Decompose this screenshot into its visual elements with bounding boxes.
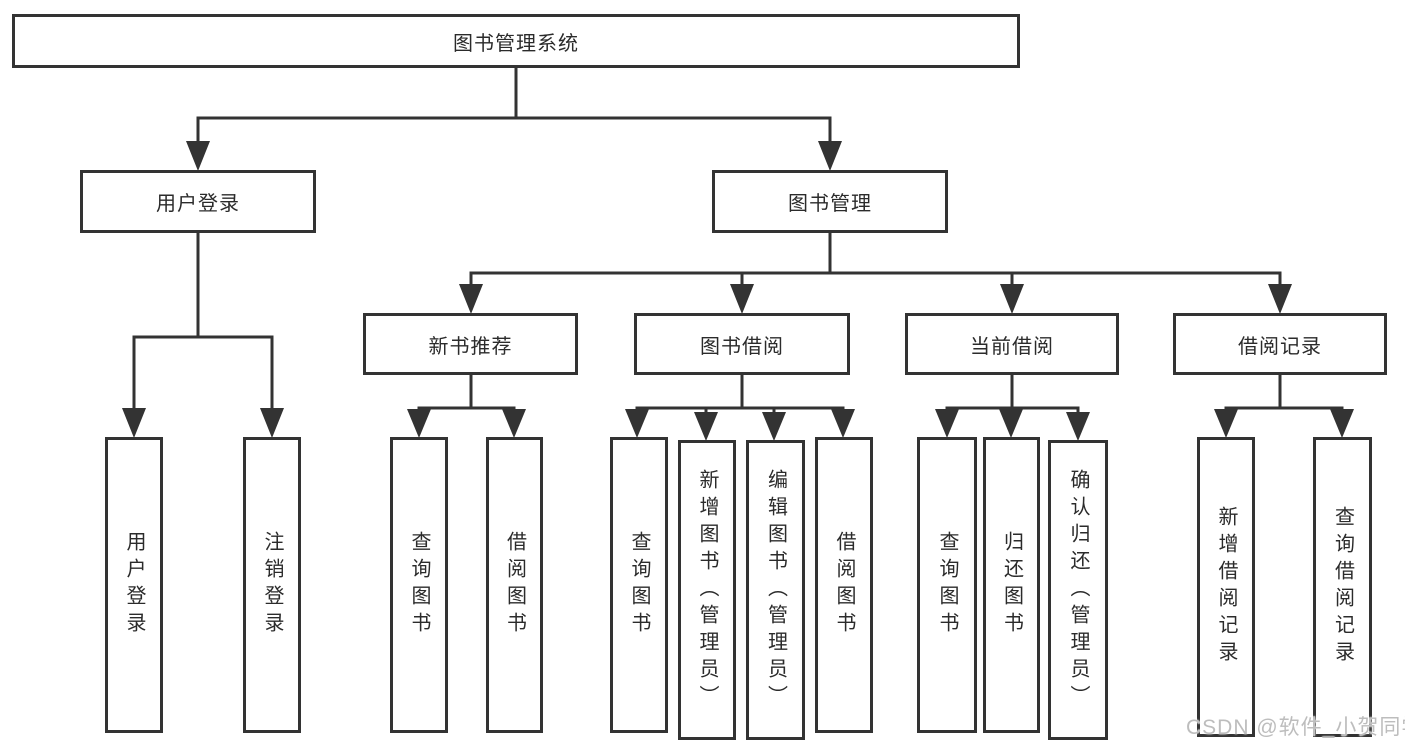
leaf-user-login: 用户登录 bbox=[105, 437, 163, 733]
leaf-borrow-query: 查询图书 bbox=[610, 437, 668, 733]
leaf-newbook-borrow: 借阅图书 bbox=[486, 437, 543, 733]
leaf-borrow-book: 借阅图书 bbox=[815, 437, 873, 733]
leaf-borrow-add-admin: 新增图书（管理员） bbox=[678, 440, 736, 740]
csdn-watermark: CSDN @软件_小贺同学 bbox=[1186, 716, 1405, 739]
leaf-newbook-query: 查询图书 bbox=[390, 437, 448, 733]
leaf-current-confirm-admin: 确认归还（管理员） bbox=[1048, 440, 1108, 740]
leaf-current-query: 查询图书 bbox=[917, 437, 977, 733]
leaf-record-add: 新增借阅记录 bbox=[1197, 437, 1255, 737]
leaf-current-return: 归还图书 bbox=[983, 437, 1040, 733]
node-book-management: 图书管理 bbox=[712, 170, 948, 233]
node-user-login: 用户登录 bbox=[80, 170, 316, 233]
node-current-borrow: 当前借阅 bbox=[905, 313, 1119, 375]
node-root: 图书管理系统 bbox=[12, 14, 1020, 68]
node-new-book-recommend: 新书推荐 bbox=[363, 313, 578, 375]
node-borrow-record: 借阅记录 bbox=[1173, 313, 1387, 375]
leaf-logout: 注销登录 bbox=[243, 437, 301, 733]
leaf-borrow-edit-admin: 编辑图书（管理员） bbox=[746, 440, 805, 740]
node-book-borrow: 图书借阅 bbox=[634, 313, 850, 375]
leaf-record-query: 查询借阅记录 bbox=[1313, 437, 1372, 737]
